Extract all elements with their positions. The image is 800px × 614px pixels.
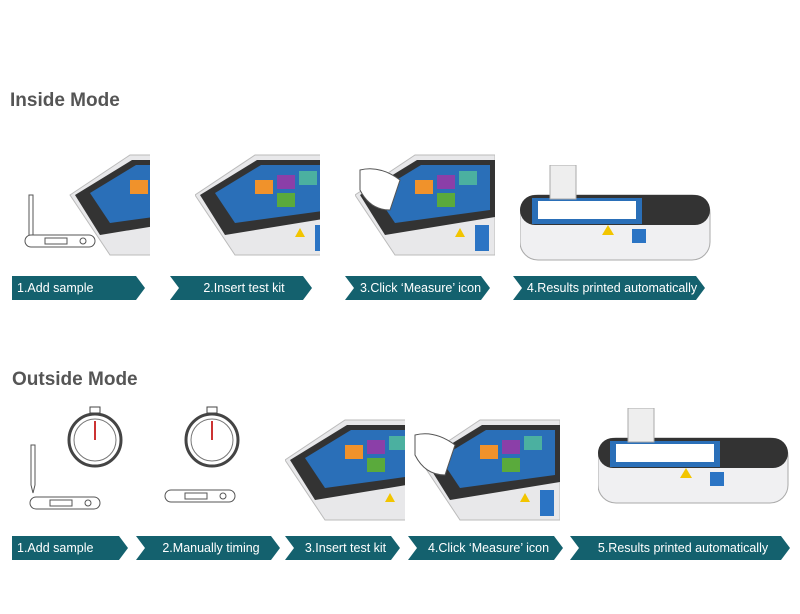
- add-sample-timer-illustration: [29, 405, 123, 510]
- inside-step-3: 3.Click ‘Measure’ icon: [345, 276, 490, 300]
- inside-step-4: 4.Results printed automatically: [513, 276, 705, 300]
- outside-step-4: 4.Click ‘Measure’ icon: [408, 536, 563, 560]
- add-sample-illustration: [24, 154, 150, 256]
- outside-step-1: 1.Add sample: [12, 536, 128, 560]
- click-measure-illustration: [414, 419, 560, 521]
- outside-mode-title: Outside Mode: [12, 369, 138, 390]
- outside-step-2: 2.Manually timing: [136, 536, 280, 560]
- insert-test-kit-illustration: [285, 419, 405, 521]
- insert-test-kit-illustration: [195, 154, 320, 256]
- outside-step-5: 5.Results printed automatically: [570, 536, 790, 560]
- results-printed-illustration: [598, 408, 789, 504]
- results-printed-illustration: [520, 165, 711, 261]
- manual-timing-illustration: [164, 405, 240, 503]
- inside-mode-title: Inside Mode: [10, 90, 120, 111]
- inside-step-1: 1.Add sample: [12, 276, 145, 300]
- outside-step-3: 3.Insert test kit: [285, 536, 400, 560]
- click-measure-illustration: [355, 154, 495, 256]
- inside-step-2: 2.Insert test kit: [170, 276, 312, 300]
